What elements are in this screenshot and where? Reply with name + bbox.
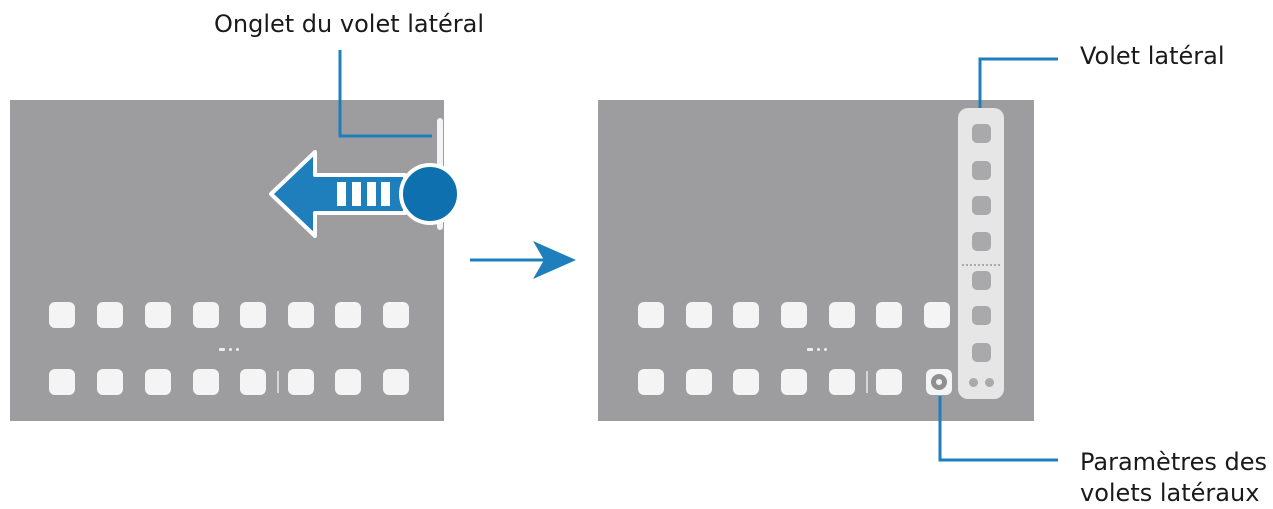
app-icon[interactable] — [781, 302, 807, 328]
app-icon[interactable] — [240, 302, 266, 328]
dock-app-icon[interactable] — [781, 369, 807, 395]
edge-panel-settings-label: Paramètres des volets latéraux — [1080, 447, 1267, 509]
edge-panel-app-icon[interactable] — [972, 124, 991, 143]
home-screen-before — [10, 100, 444, 421]
touch-circle-icon — [399, 163, 461, 225]
dock-app-icon[interactable] — [145, 369, 171, 395]
page-indicator — [219, 348, 241, 352]
app-icon[interactable] — [335, 302, 361, 328]
dock-app-icon[interactable] — [49, 369, 75, 395]
dock-app-icon[interactable] — [686, 369, 712, 395]
edge-panel-label: Volet latéral — [1080, 42, 1225, 70]
page-indicator — [807, 348, 829, 352]
app-icon[interactable] — [876, 302, 902, 328]
dock-app-icon[interactable] — [288, 369, 314, 395]
app-icon[interactable] — [829, 302, 855, 328]
edge-panel-app-icon[interactable] — [972, 232, 991, 251]
edge-panel-app-icon[interactable] — [972, 306, 991, 325]
dock-app-icon[interactable] — [876, 369, 902, 395]
dock-app-icon[interactable] — [733, 369, 759, 395]
handle-callout-line — [338, 50, 432, 138]
dock-app-icon[interactable] — [335, 369, 361, 395]
dock-app-icon[interactable] — [97, 369, 123, 395]
app-icon[interactable] — [383, 302, 409, 328]
app-icon[interactable] — [638, 302, 664, 328]
dock-divider — [277, 371, 279, 393]
app-icon[interactable] — [686, 302, 712, 328]
app-icon[interactable] — [97, 302, 123, 328]
dock-app-icon[interactable] — [383, 369, 409, 395]
app-icon[interactable] — [924, 302, 950, 328]
left-arrow-icon — [269, 150, 407, 238]
settings-callout-line — [938, 396, 1058, 462]
edge-panel-settings-label-line1: Paramètres des — [1080, 448, 1267, 476]
right-arrow-icon — [470, 241, 576, 279]
dock-app-icon[interactable] — [240, 369, 266, 395]
edge-panel-page-dot[interactable] — [969, 378, 978, 387]
edge-panel-page-dot[interactable] — [985, 378, 994, 387]
panel-callout-line — [978, 57, 1058, 108]
dock-divider — [866, 371, 868, 393]
app-icon[interactable] — [288, 302, 314, 328]
app-icon[interactable] — [733, 302, 759, 328]
edge-panel-app-icon[interactable] — [972, 343, 991, 362]
edge-panel-app-icon[interactable] — [972, 196, 991, 215]
edge-panel-app-icon[interactable] — [972, 271, 991, 290]
dock-app-icon[interactable] — [638, 369, 664, 395]
app-icon[interactable] — [193, 302, 219, 328]
edge-panel-settings-button[interactable] — [926, 369, 952, 395]
edge-panel-handle-label: Onglet du volet latéral — [214, 10, 485, 38]
app-icon[interactable] — [145, 302, 171, 328]
edge-panel-app-icon[interactable] — [972, 161, 991, 180]
dock-app-icon[interactable] — [829, 369, 855, 395]
gear-icon — [931, 374, 947, 390]
edge-panel-settings-label-line2: volets latéraux — [1080, 479, 1260, 507]
edge-panel-divider — [962, 264, 1000, 266]
app-icon[interactable] — [49, 302, 75, 328]
dock-app-icon[interactable] — [193, 369, 219, 395]
